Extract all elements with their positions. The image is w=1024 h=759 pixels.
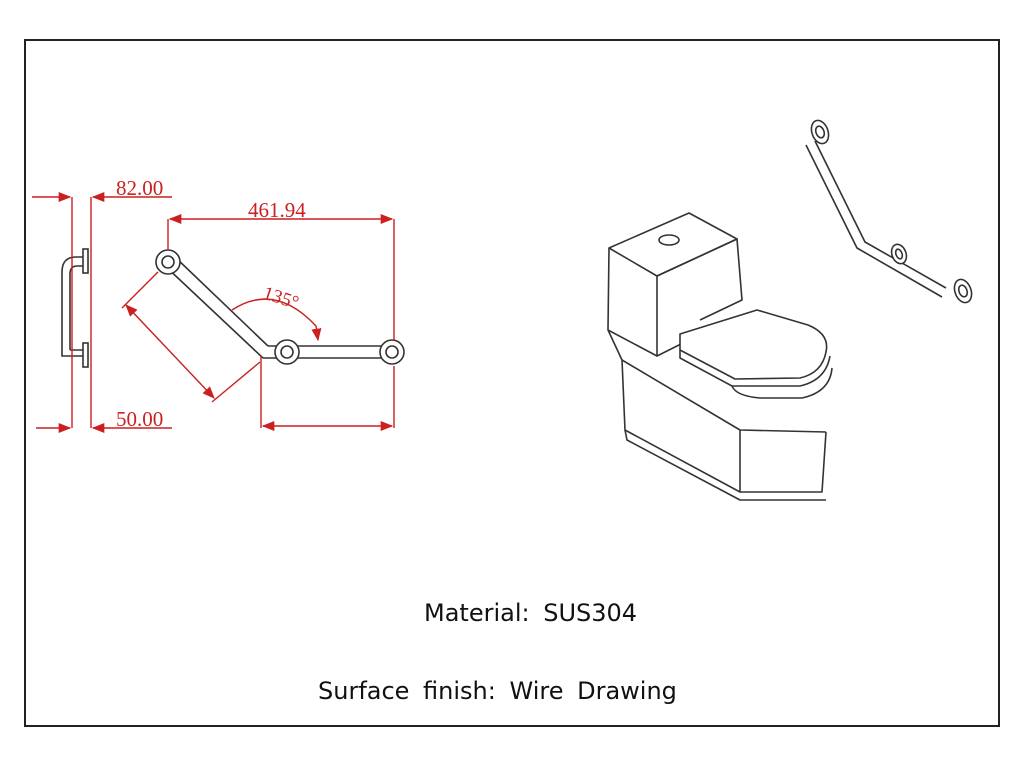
surface-finish-spec: Surface finish: Wire Drawing xyxy=(318,677,677,705)
dimension-bottom-offset: 50.00 xyxy=(116,407,163,431)
front-dimension-lines xyxy=(121,213,395,432)
side-dimension-lines xyxy=(32,191,172,434)
sheet-frame xyxy=(24,39,1000,727)
dimension-top-offset: 82.00 xyxy=(116,176,163,200)
grab-bar-perspective xyxy=(805,119,973,304)
dimension-angle: 135° xyxy=(260,283,301,314)
grab-bar-front-view xyxy=(155,249,405,365)
material-spec: Material: SUS304 xyxy=(424,599,637,627)
toilet-illustration xyxy=(607,212,833,501)
dimension-overall-length: 461.94 xyxy=(248,198,306,222)
grab-bar-side-view xyxy=(61,248,89,368)
